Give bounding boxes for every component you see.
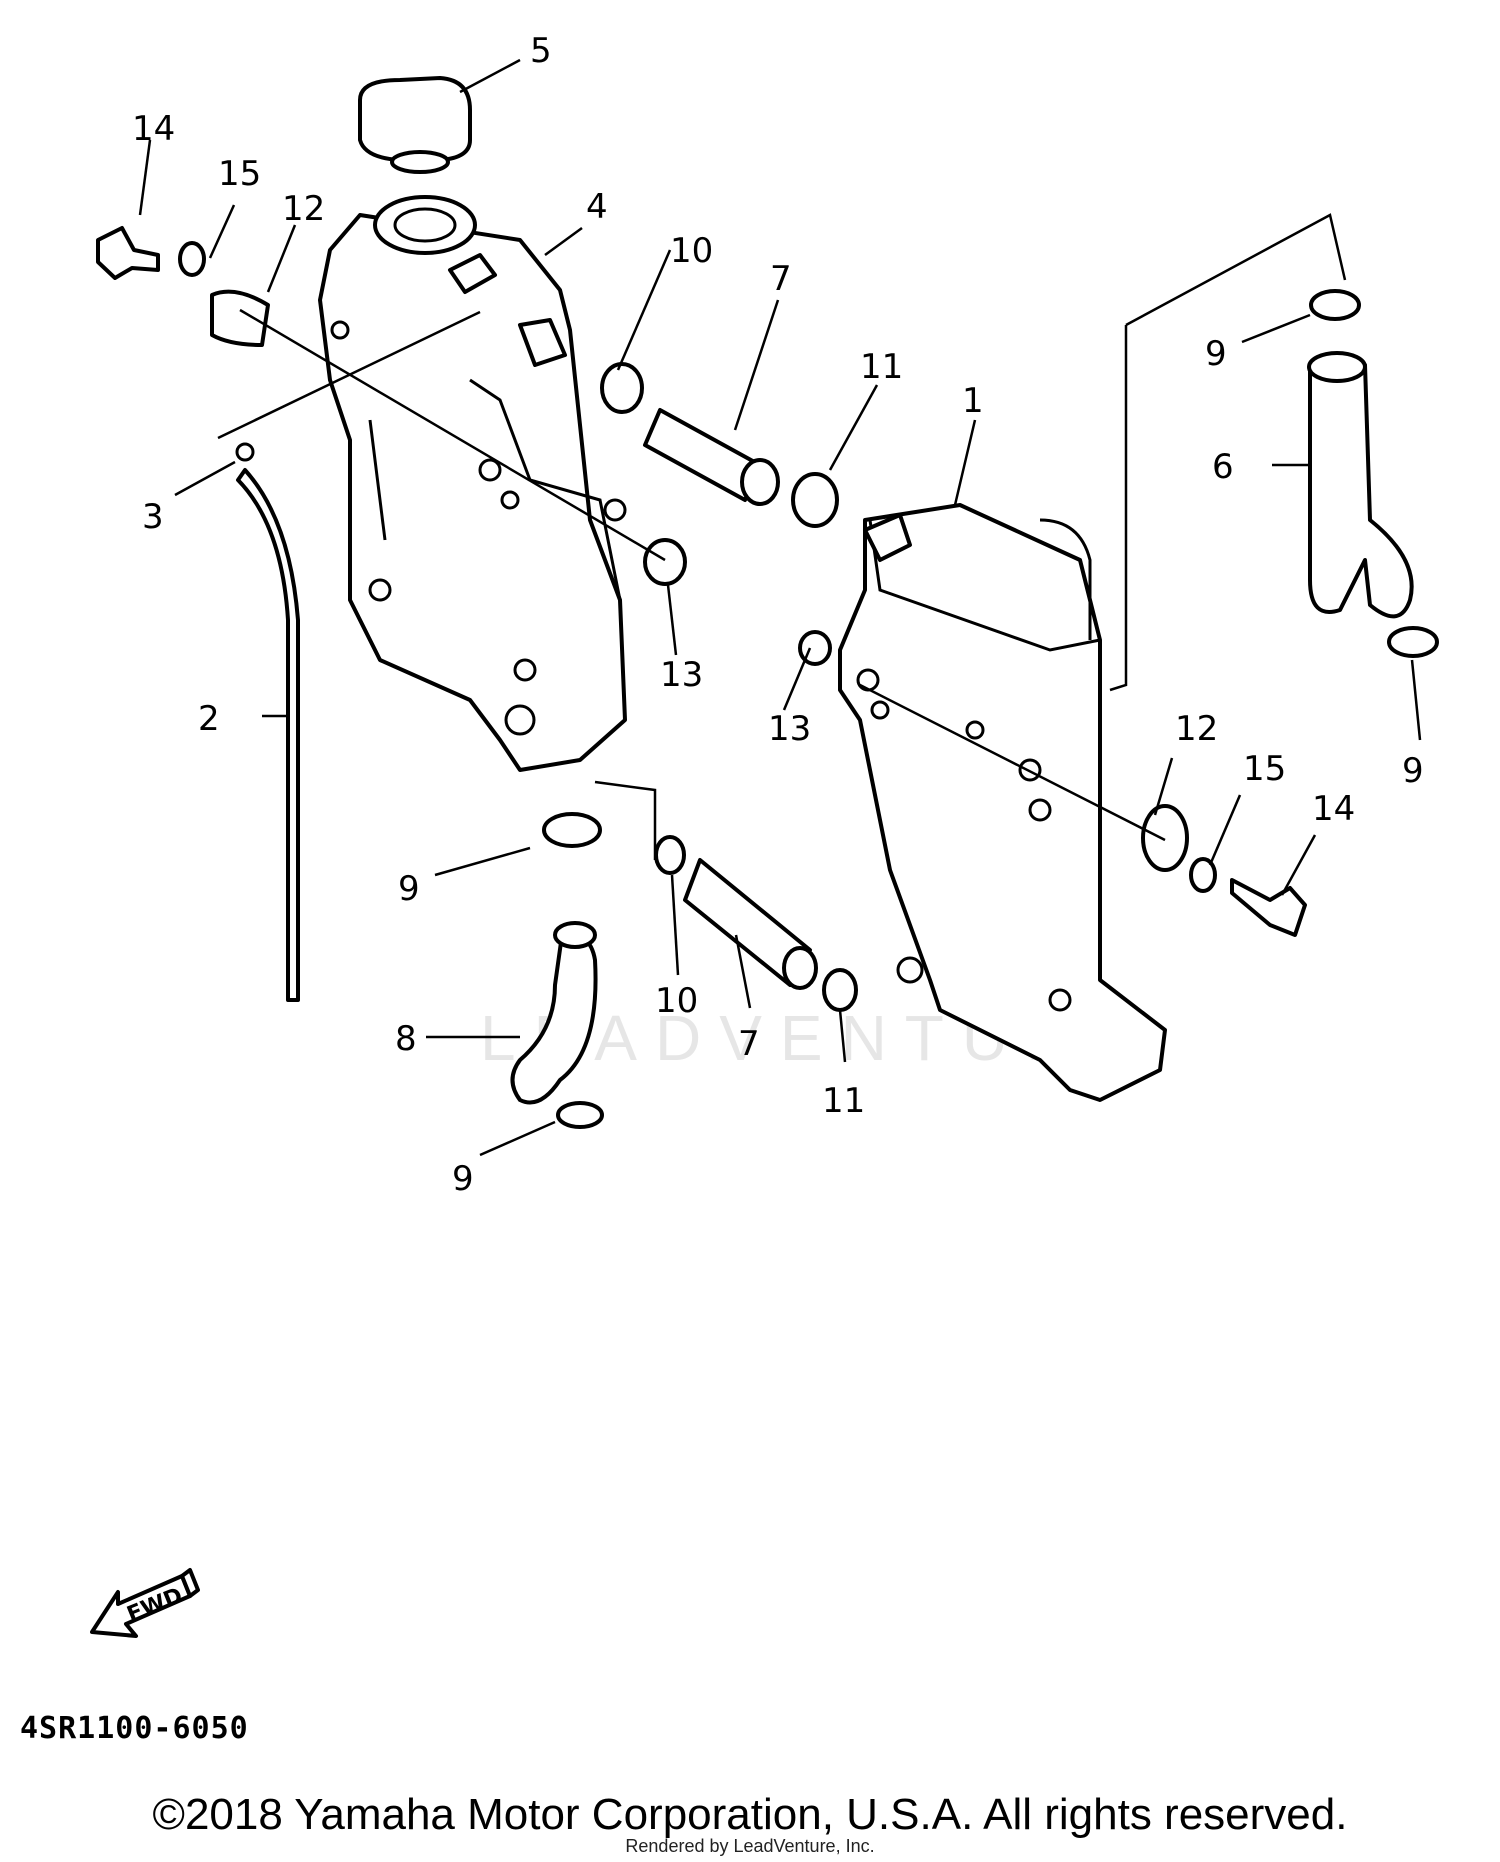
washer [1189, 857, 1217, 893]
callout-leaders [138, 58, 1422, 1157]
bolt [1230, 878, 1307, 937]
callout-14: 14 [132, 109, 175, 149]
rendered-by-note: Rendered by LeadVenture, Inc. [625, 1836, 875, 1856]
right-radiator [838, 503, 1167, 1102]
assembly-line [594, 780, 657, 860]
mounting-axis-line [239, 308, 666, 562]
upper-hose-right [1308, 363, 1414, 619]
callout-14: 14 [1312, 789, 1355, 829]
callout-2: 2 [198, 699, 220, 739]
callout-15: 15 [218, 154, 261, 194]
callout-13: 13 [768, 709, 811, 749]
lower-hose-left [510, 932, 598, 1105]
callout-5: 5 [530, 31, 552, 71]
assembly-line [1125, 213, 1347, 327]
bolt [96, 226, 160, 280]
overflow-hose [236, 468, 300, 1002]
hose-clamp [600, 362, 644, 414]
diagram-code: 4SR1100-6050 [20, 1711, 249, 1746]
washer [178, 241, 206, 277]
assembly-line [217, 310, 481, 440]
callout-6: 6 [1212, 447, 1234, 487]
callout-9: 9 [1402, 751, 1424, 791]
callout-1: 1 [962, 381, 984, 421]
hose-clamp [556, 1101, 604, 1129]
hose-clamp [1387, 626, 1439, 658]
callout-7: 7 [738, 1024, 760, 1064]
callout-12: 12 [282, 189, 325, 229]
callout-13: 13 [660, 655, 703, 695]
fwd-arrow-icon: FWD [90, 1568, 200, 1638]
callout-10: 10 [670, 231, 713, 271]
assembly-line [1109, 325, 1128, 692]
hose-clamp [822, 968, 858, 1012]
callout-10: 10 [655, 981, 698, 1021]
grommet [210, 289, 270, 347]
copyright-notice: ©2018 Yamaha Motor Corporation, U.S.A. A… [152, 1790, 1348, 1839]
grommet [1141, 804, 1189, 872]
mounting-axis-line [859, 683, 1166, 842]
hose-clip [235, 442, 255, 462]
hose-clamp [1309, 289, 1361, 321]
hose-clamp [542, 812, 602, 848]
callout-9: 9 [452, 1159, 474, 1199]
callout-labels: 14 15 12 5 4 3 2 10 7 11 1 9 6 13 13 12 … [132, 31, 1424, 1199]
callout-11: 11 [860, 347, 903, 387]
callout-7: 7 [770, 259, 792, 299]
callout-9: 9 [398, 869, 420, 909]
callout-12: 12 [1175, 709, 1218, 749]
callout-9: 9 [1205, 334, 1227, 374]
left-radiator [318, 213, 627, 772]
callout-15: 15 [1243, 749, 1286, 789]
collar [643, 538, 687, 586]
callout-3: 3 [142, 497, 164, 537]
radiator-cap [358, 76, 472, 174]
callout-8: 8 [395, 1019, 417, 1059]
hose-clamp [791, 472, 839, 528]
filler-neck [373, 195, 567, 367]
hose-clamp [654, 835, 686, 875]
callout-4: 4 [586, 187, 608, 227]
callout-11: 11 [822, 1081, 865, 1121]
upper-hose [643, 408, 762, 502]
